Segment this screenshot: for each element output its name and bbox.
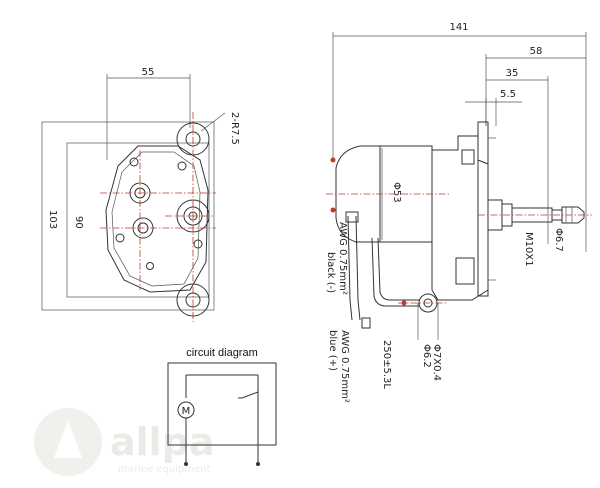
front-outer-frame [41,121,215,311]
side-view: 141 58 35 5.5 [325,22,592,403]
wire-grommet [345,211,359,223]
dim-58: 58 [530,46,543,57]
connector-icon [361,317,371,329]
dim-width-55: 55 [142,67,155,78]
wire-black-spec: AWG 0.75mm² [337,222,348,295]
dim-terminal-spec: Φ7X0.4 [431,344,442,381]
circuit-frame [167,362,277,446]
shaft-tip [561,206,585,224]
wire-blue-color: blue (+) [327,330,338,371]
dim-total-141: 141 [449,22,468,33]
dim-5-5: 5.5 [500,89,516,100]
circuit-diagram: circuit diagram M [167,347,277,466]
wire-blue-spec: AWG 0.75mm² [339,330,350,403]
watermark: allpa marine equipment [34,408,215,476]
dim-height-90: 90 [73,216,84,229]
gearbox-housing [431,135,489,301]
dim-35: 35 [506,68,519,79]
screw-icon [115,157,203,270]
dim-thread: M10X1 [523,232,534,267]
dim-body-dia: Φ53 [391,182,402,203]
front-inner-frame [66,142,210,298]
watermark-tagline: marine equipment [118,464,211,475]
circuit-diagram-title: circuit diagram [186,347,258,359]
wire-black-color: black (-) [325,252,336,293]
wire-length: 250±5.3L [381,340,392,389]
dim-shaft-dia: Φ6.7 [553,228,564,252]
dim-terminal-dia: Φ6.2 [421,344,432,368]
wire-harness [345,211,446,340]
front-view: 55 2-R7.5 [41,67,240,322]
watermark-brand: allpa [110,420,215,464]
dim-radius: 2-R7.5 [229,112,240,145]
front-body-plate [105,145,209,293]
mounting-flange [477,121,489,297]
motor-symbol-label: M [182,406,191,417]
dim-height-103: 103 [47,210,58,229]
